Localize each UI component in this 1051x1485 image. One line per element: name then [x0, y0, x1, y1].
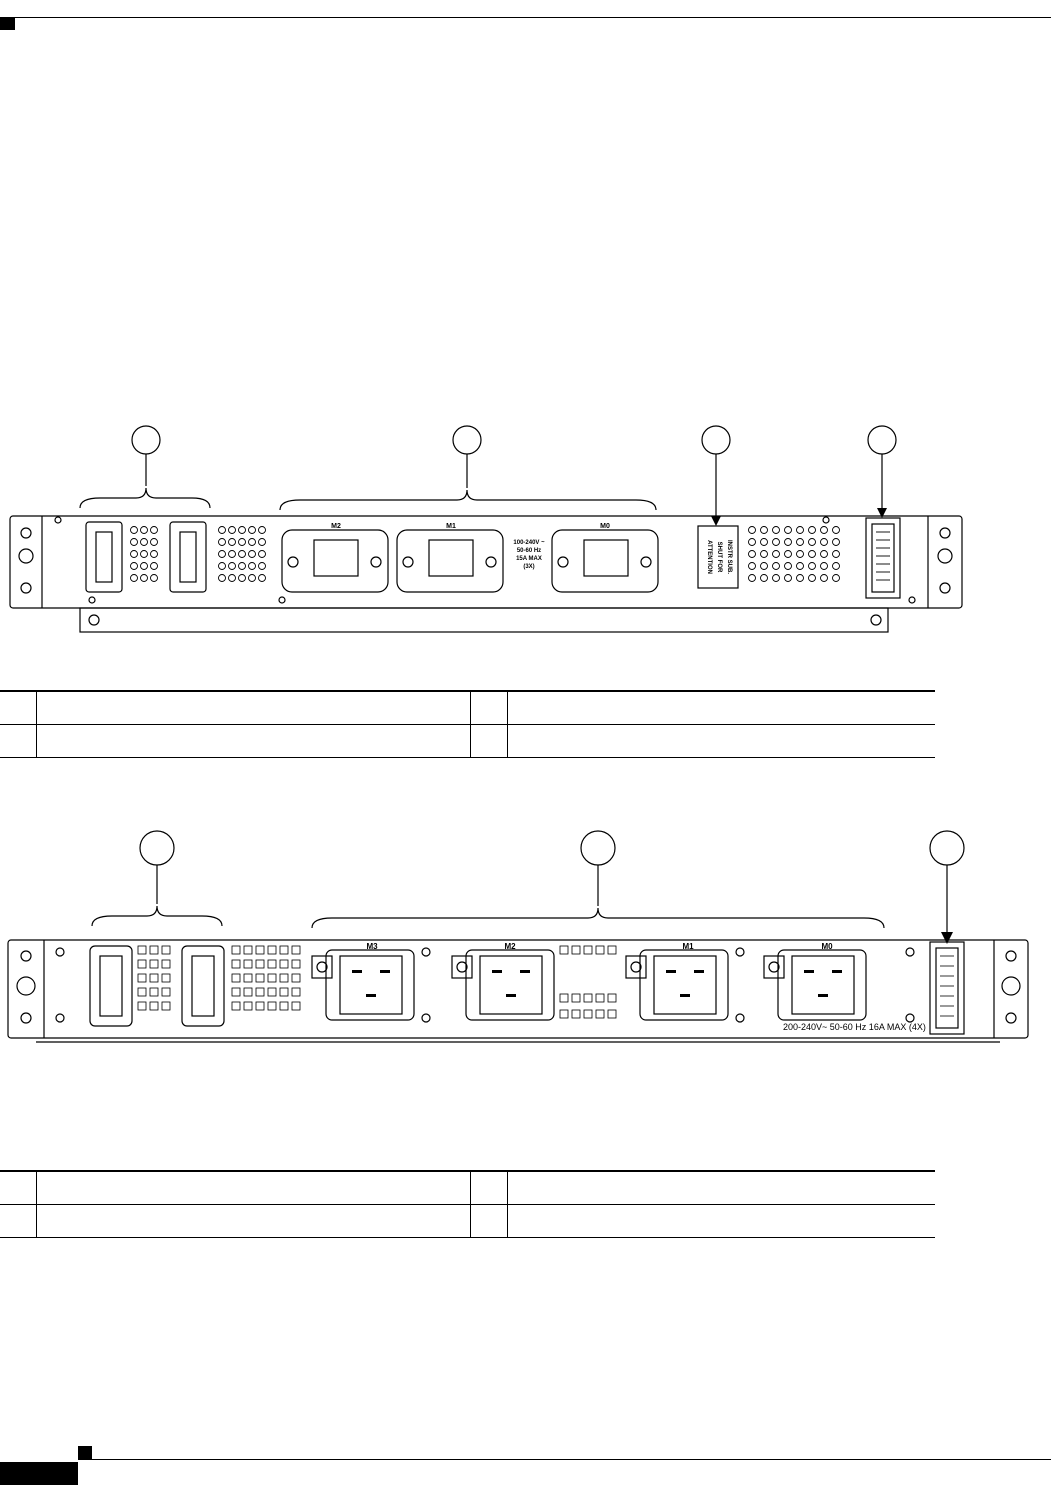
- table-row: [0, 1204, 935, 1238]
- power-module-m1: [639, 949, 729, 1021]
- fig1-attention-line-1: ATTENTION: [706, 540, 712, 574]
- callout-4: [867, 425, 897, 455]
- vent-grid-center: [231, 945, 301, 1011]
- power-module-m1: [396, 529, 504, 593]
- fig1-attention-line-2: SHUT FOR: [716, 542, 722, 573]
- bracket-1: [91, 865, 223, 927]
- fan-handle-right: [181, 945, 225, 1027]
- bracket-2: [279, 454, 657, 511]
- figure-1: M2 M1 M0 100-240V ~ 50-60 Hz 15A MAX (3X…: [0, 420, 1051, 640]
- header-marker: [0, 18, 15, 30]
- vent-grid-left: [130, 526, 158, 582]
- footer-page-block: [0, 1462, 78, 1485]
- chassis-face: [7, 939, 1029, 1039]
- connector-pins: [940, 955, 954, 1017]
- power-module-m0: [777, 949, 867, 1021]
- power-module-m2: [281, 529, 389, 593]
- bracket-2: [311, 865, 885, 929]
- footer-tab: [78, 1446, 92, 1459]
- chassis-rail: [79, 607, 889, 633]
- fig1-label-m1: M1: [446, 523, 456, 530]
- table-row: [0, 1171, 935, 1205]
- callout-3: [701, 425, 731, 455]
- table-row: [0, 691, 935, 725]
- fig1-rating-line-4: (3X): [523, 564, 534, 570]
- fig2-label-m3: M3: [366, 942, 378, 951]
- fig1-label-m0: M0: [600, 523, 610, 530]
- fig1-rating-line-2: 50-60 Hz: [517, 548, 541, 554]
- fig2-label-m2: M2: [504, 942, 516, 951]
- figure-2-drawing: M3 M2 M1 M0 200-240V~ 50-60 Hz 16A MAX (…: [7, 830, 1029, 1043]
- fig1-attention-line-3: INSTR SUB.: [726, 540, 732, 574]
- power-module-m2: [465, 949, 555, 1021]
- fig1-rating-line-1: 100-240V ~: [513, 540, 545, 546]
- power-module-m3: [325, 949, 415, 1021]
- vent-grid-between-modules: [559, 945, 617, 1019]
- vent-grid-left: [137, 945, 171, 1011]
- fan-handle-left: [85, 521, 123, 593]
- figure-1-drawing: M2 M1 M0 100-240V ~ 50-60 Hz 15A MAX (3X…: [9, 425, 963, 633]
- figure-1-legend-table: [0, 690, 935, 758]
- fig2-rating-label: 200-240V~ 50-60 Hz 16A MAX (4X): [783, 1022, 926, 1032]
- vent-grid-right: [748, 526, 840, 582]
- cable-connector: [865, 517, 901, 599]
- fig1-label-m2: M2: [331, 523, 341, 530]
- header-rule: [0, 17, 1051, 18]
- callout-1: [139, 830, 175, 866]
- table-row: [0, 724, 935, 758]
- callout-2: [580, 830, 616, 866]
- fig1-rating-line-3: 15A MAX: [516, 556, 542, 562]
- figure-2-legend-table: [0, 1170, 935, 1238]
- fig2-label-m1: M1: [682, 942, 694, 951]
- callout-3: [929, 830, 965, 866]
- connector-pins: [876, 531, 890, 581]
- figure-2: M3 M2 M1 M0 200-240V~ 50-60 Hz 16A MAX (…: [0, 828, 1051, 1058]
- footer-rule: [78, 1459, 1051, 1460]
- callout-2: [452, 425, 482, 455]
- vent-grid-center: [218, 526, 266, 582]
- power-module-m0: [551, 529, 659, 593]
- bracket-1: [79, 454, 211, 509]
- fig2-label-m0: M0: [821, 942, 833, 951]
- fan-handle-right: [169, 521, 207, 593]
- attention-switch: [697, 525, 739, 589]
- callout-1: [131, 425, 161, 455]
- fan-handle-left: [89, 945, 133, 1027]
